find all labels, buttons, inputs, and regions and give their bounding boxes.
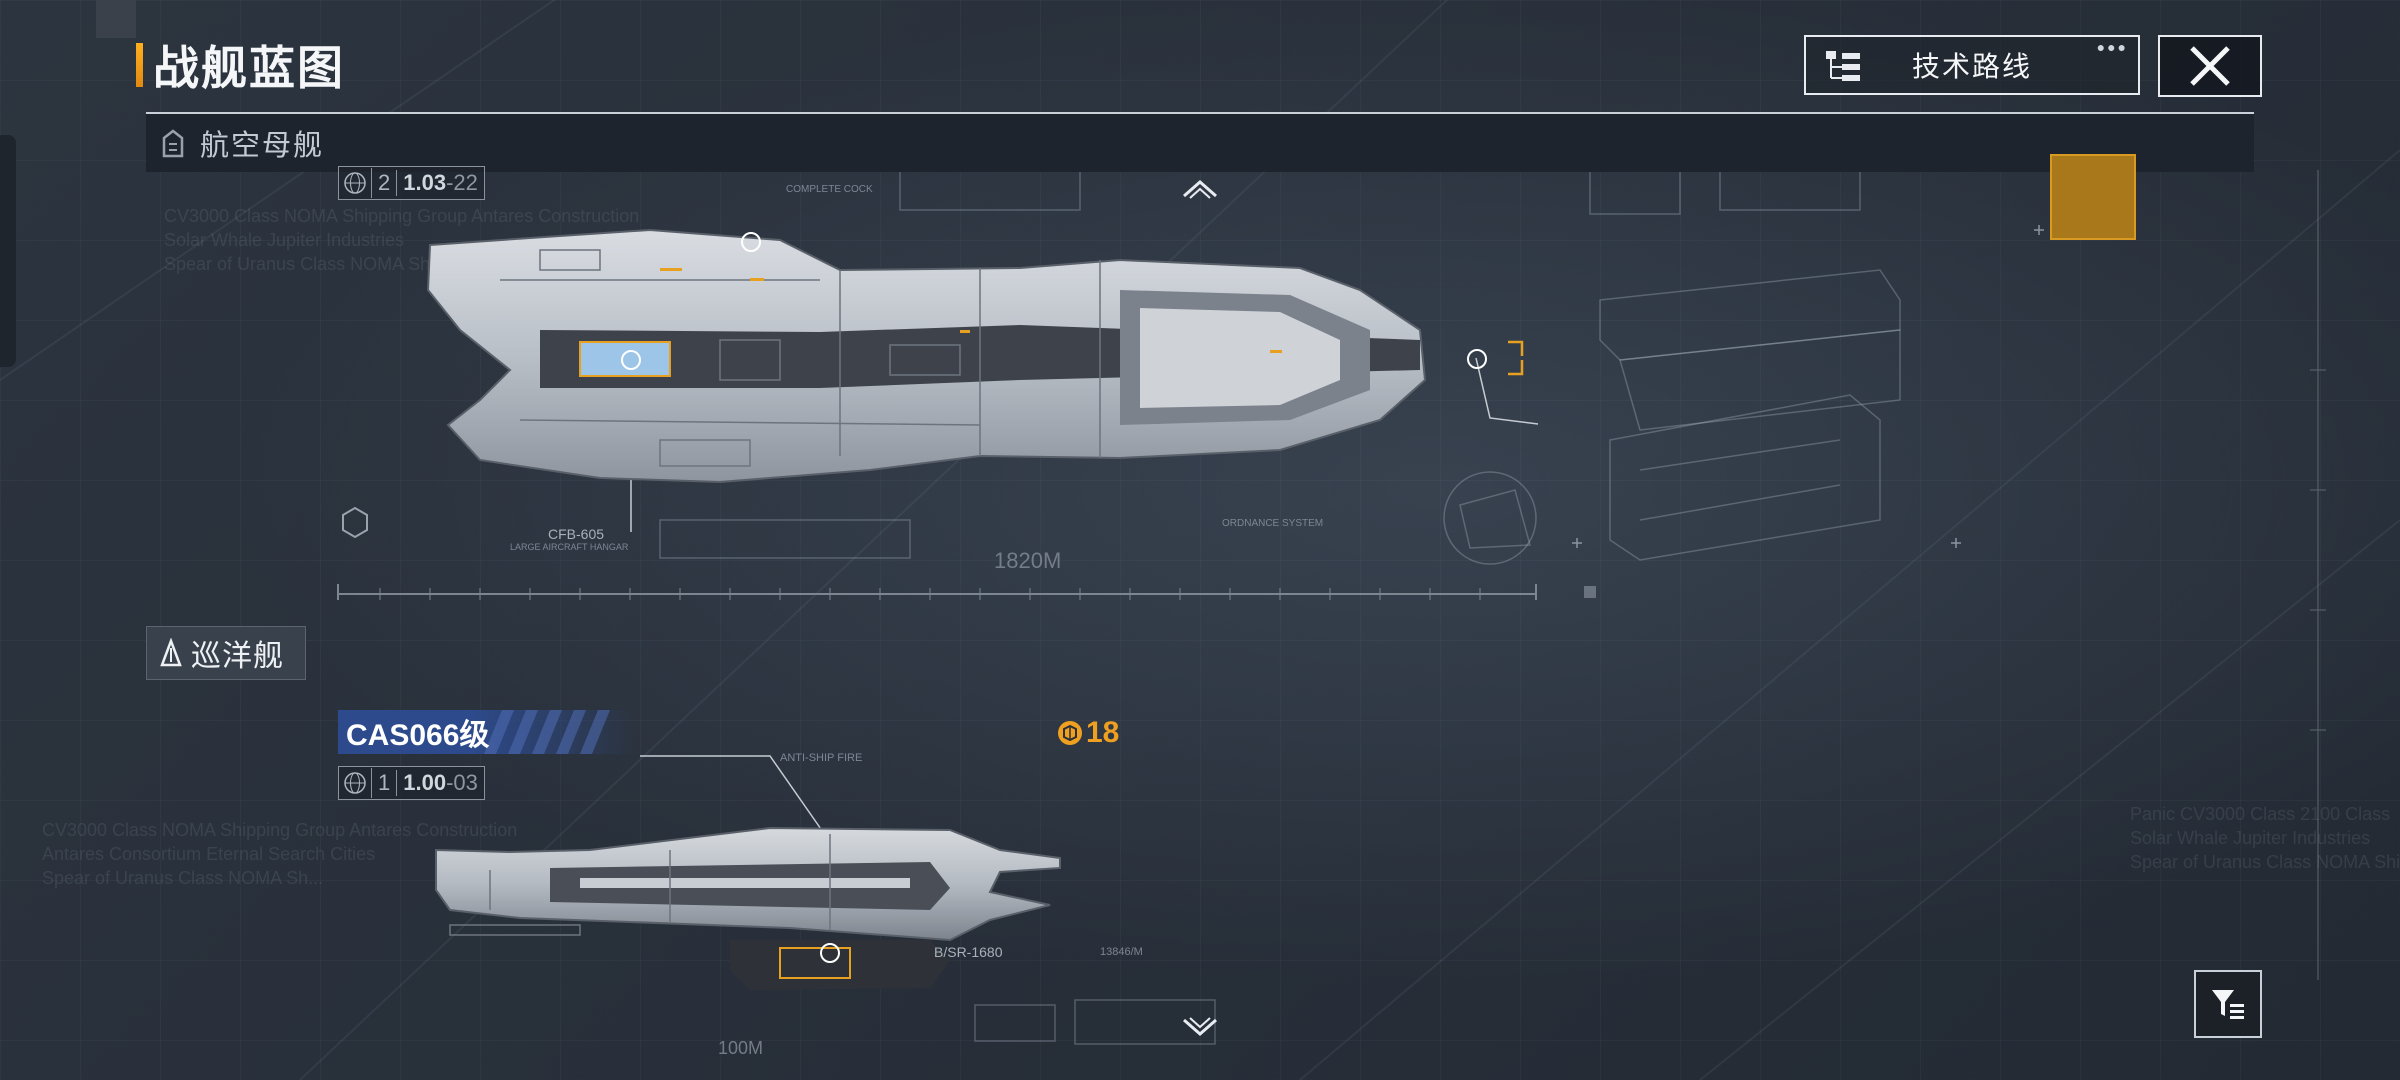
section-header-carrier[interactable]: 航空母舰: [146, 112, 2254, 172]
ghost-line: Spear of Uranus Class NOMA Shipping: [2130, 852, 2400, 872]
corner-block: [96, 0, 136, 38]
cruiser-name: CAS066级: [346, 719, 490, 752]
tech-tree-icon: [1826, 51, 1860, 81]
tech-route-label: 技术路线: [1911, 51, 2032, 82]
cruiser-level-badge: 1 1.00-03: [338, 766, 485, 800]
carrier-annotation: LARGE AIRCRAFT HANGAR: [510, 542, 629, 552]
carrier-version-main: 1.03: [403, 170, 447, 195]
cruiser-annotation: B/SR-1680: [934, 944, 1003, 960]
carrier-version-sub: -22: [446, 170, 478, 195]
decor-dots: ●●●: [2096, 39, 2128, 55]
side-drawer-handle[interactable]: [0, 135, 16, 367]
banner-stripes: [484, 710, 610, 754]
ghost-line: Panic CV3000 Class 2100 Class: [2130, 804, 2391, 824]
cruiser-tier: 1: [372, 770, 398, 796]
cruiser-name-banner[interactable]: CAS066级: [338, 710, 634, 754]
carrier-tier: 2: [372, 170, 398, 196]
cruiser-version-main: 1.00: [403, 770, 447, 795]
ghost-line: Solar Whale Jupiter Industries: [2130, 828, 2371, 848]
close-button[interactable]: [2158, 35, 2262, 97]
tech-route-button[interactable]: 技术路线 ●●●: [1804, 35, 2140, 95]
chevron-up-icon[interactable]: [1180, 176, 1220, 200]
title-accent: [136, 43, 143, 87]
globe-icon: [339, 168, 372, 198]
ghost-line: Spear of Uranus Class NOMA Sh...: [42, 868, 324, 888]
hotspot-marker[interactable]: [1465, 347, 1489, 371]
carrier-level-badge: 2 1.03-22: [338, 166, 485, 200]
ghost-line: CV3000 Class NOMA Shipping Group Antares…: [164, 206, 640, 226]
ghost-line: Antares Consortium Eternal Search Cities: [42, 844, 376, 864]
cruiser-version-sub: -03: [446, 770, 478, 795]
page-title: 战舰蓝图: [153, 42, 345, 94]
cruiser-icon: [160, 638, 182, 667]
cruiser-length: 100M: [718, 1038, 764, 1058]
cruiser-ghost-text: CV3000 Class NOMA Shipping Group Antares…: [42, 818, 517, 890]
carrier-annotation: CFB-605: [548, 526, 605, 542]
carrier-version: 1.03-22: [397, 170, 484, 196]
section-header-cruiser[interactable]: 巡洋舰: [146, 626, 306, 680]
close-icon: [2190, 46, 2230, 86]
cruiser-annotation: ANTI-SHIP FIRE: [780, 752, 863, 764]
ghost-line: Solar Whale Jupiter Industries: [164, 230, 405, 250]
carrier-icon: [162, 129, 184, 158]
carrier-ship-image[interactable]: [420, 220, 1450, 500]
section-label-cruiser: 巡洋舰: [191, 640, 284, 673]
carrier-annotation: ORDNANCE SYSTEM: [1222, 518, 1324, 529]
section-label-carrier: 航空母舰: [200, 130, 325, 162]
cruiser-cost-value: 18: [1086, 716, 1120, 749]
resource-coin-icon: [1058, 721, 1082, 745]
selection-marker[interactable]: [2050, 154, 2136, 240]
carrier-length: 1820M: [994, 548, 1062, 573]
ghost-line: CV3000 Class NOMA Shipping Group Antares…: [42, 820, 518, 840]
globe-icon: [339, 768, 372, 798]
chevron-down-icon[interactable]: [1180, 1016, 1220, 1040]
carrier-annotation: COMPLETE COCK: [786, 184, 873, 195]
cruiser-ghost-text-right: Panic CV3000 Class 2100 Class Solar Whal…: [2130, 802, 2400, 874]
filter-icon: [2212, 990, 2244, 1019]
page-title-bar: 战舰蓝图: [136, 40, 345, 94]
cruiser-annotation: 13846/M: [1100, 946, 1143, 958]
filter-button[interactable]: [2194, 970, 2262, 1038]
cruiser-cost: 18: [1056, 716, 1119, 750]
cruiser-ship-image[interactable]: [430, 810, 1070, 1010]
cruiser-version: 1.00-03: [397, 770, 484, 796]
